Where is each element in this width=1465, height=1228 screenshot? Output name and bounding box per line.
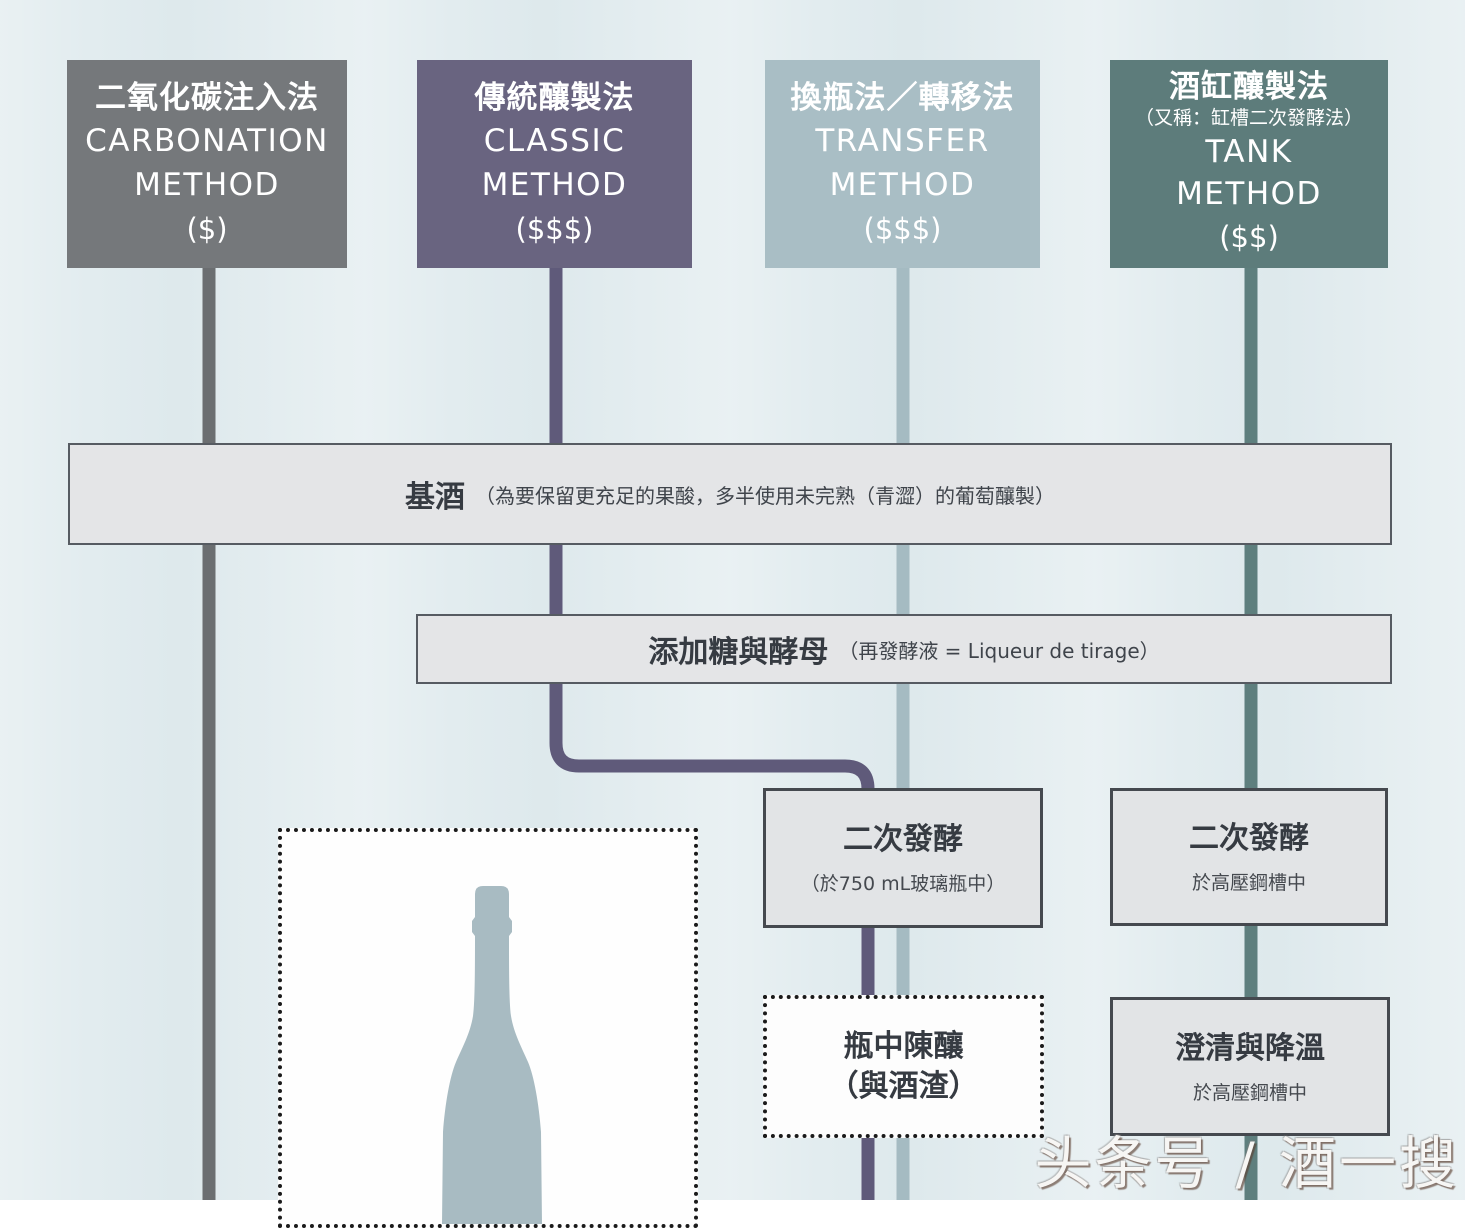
tirage-note: （再發酵液 = Liqueur de tirage） — [838, 638, 1160, 663]
watermark-text: 头条号 / 酒一搜 — [1034, 1131, 1459, 1197]
bottle-illustration-box — [278, 828, 698, 1228]
clarify-chill-box: 澄清與降溫 於高壓鋼槽中 — [1110, 997, 1390, 1136]
champagne-bottle-icon — [442, 886, 542, 1224]
secondary-fermentation-bottle-box: 二次發酵 （於750 mL玻璃瓶中） — [763, 788, 1043, 928]
transfer-method-word: METHOD — [829, 167, 976, 203]
tank-alias-zh: （又稱：缸槽二次發酵法） — [1134, 107, 1363, 129]
bottle-aging-title: 瓶中陳釀 — [843, 1028, 964, 1064]
carbonation-cost: ($) — [186, 212, 228, 246]
clarify-note: 於高壓鋼槽中 — [1192, 1081, 1307, 1104]
tank-title-en: TANK — [1205, 134, 1293, 170]
base-wine-bar: 基酒 （為要保留更充足的果酸，多半使用未完熟（青澀）的葡萄釀製） — [68, 443, 1392, 545]
bottle-aging-box: 瓶中陳釀 （與酒渣） — [763, 995, 1044, 1138]
clarify-title: 澄清與降溫 — [1175, 1030, 1325, 1066]
carbonation-method-word: METHOD — [134, 167, 280, 203]
secondary-bottle-note: （於750 mL玻璃瓶中） — [800, 873, 1006, 895]
classic-flow-line-elbow — [549, 268, 875, 1200]
secondary-tank-note: 於高壓鋼槽中 — [1191, 872, 1306, 894]
tank-cost: ($$) — [1219, 220, 1279, 254]
base-wine-note: （為要保留更充足的果酸，多半使用未完熟（青澀）的葡萄釀製） — [475, 483, 1055, 508]
method-box-carbonation: 二氧化碳注入法 CARBONATION METHOD ($) — [67, 60, 347, 268]
method-box-transfer: 換瓶法／轉移法 TRANSFER METHOD ($$$) — [765, 60, 1040, 268]
tank-method-word: METHOD — [1176, 176, 1322, 212]
base-wine-label: 基酒 — [405, 480, 465, 515]
carbonation-title-zh: 二氧化碳注入法 — [95, 80, 319, 116]
classic-title-en: CLASSIC — [483, 123, 626, 159]
transfer-cost: ($$$) — [863, 212, 942, 246]
tirage-bar: 添加糖與酵母 （再發酵液 = Liqueur de tirage） — [416, 614, 1392, 684]
classic-method-word: METHOD — [481, 167, 628, 203]
bottle-aging-note: （與酒渣） — [828, 1068, 979, 1104]
secondary-bottle-title: 二次發酵 — [843, 822, 963, 857]
method-box-tank: 酒缸釀製法 （又稱：缸槽二次發酵法） TANK METHOD ($$) — [1110, 60, 1388, 268]
bottle-silhouette — [442, 886, 542, 1224]
transfer-title-zh: 換瓶法／轉移法 — [790, 80, 1015, 116]
tirage-label: 添加糖與酵母 — [648, 635, 829, 670]
transfer-title-en: TRANSFER — [815, 123, 990, 159]
tank-title-zh: 酒缸釀製法 — [1169, 69, 1329, 105]
carbonation-title-en: CARBONATION — [85, 123, 329, 159]
method-box-classic: 傳統釀製法 CLASSIC METHOD ($$$) — [417, 60, 692, 268]
secondary-fermentation-tank-box: 二次發酵 於高壓鋼槽中 — [1110, 788, 1388, 926]
classic-title-zh: 傳統釀製法 — [474, 80, 635, 116]
classic-cost: ($$$) — [515, 212, 594, 246]
secondary-tank-title: 二次發酵 — [1189, 821, 1309, 856]
